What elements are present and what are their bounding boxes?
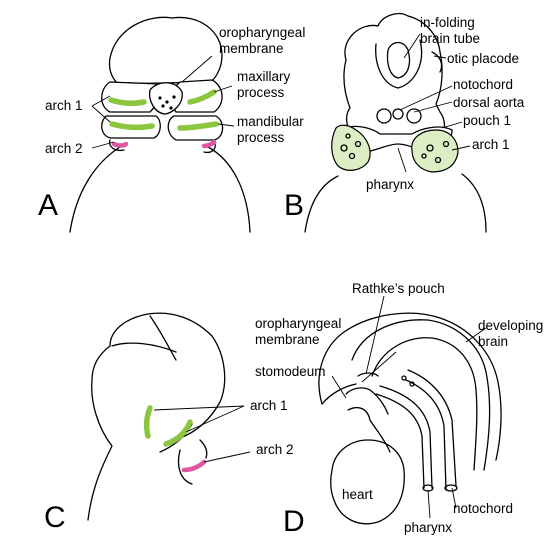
- panel-d-brain-inner: [371, 337, 478, 471]
- rathkes-pouch-shape: [357, 372, 379, 377]
- panel-b-body-outline: [304, 175, 339, 233]
- label-d-oropharyngeal-line1: oropharyngeal: [255, 316, 341, 331]
- label-d-pharynx: pharynx: [404, 520, 452, 535]
- label-b-infolding-line2: brain tube: [420, 31, 480, 46]
- panel-c-head-outline: [87, 312, 226, 521]
- panel-d-neural-tube-2: [405, 379, 447, 491]
- panel-a-forebrain: [108, 16, 223, 85]
- panel-d-head-outline: [318, 312, 502, 461]
- panel-c-forebrain-bulge: [149, 315, 177, 361]
- label-d-heart: heart: [342, 487, 373, 502]
- label-a-maxillary-line1: maxillary: [237, 69, 291, 84]
- arch1-vessels: [340, 133, 450, 164]
- label-a-mandibular-line1: mandibular: [237, 114, 304, 129]
- panel-d-brain-outer: [351, 319, 491, 471]
- panel-d-gut-1: [379, 385, 433, 489]
- label-b-otic: otic placode: [447, 51, 519, 66]
- label-b-infolding-line1: in-folding: [420, 15, 475, 30]
- label-d-notochord: notochord: [453, 501, 513, 516]
- panel-b-neural-fold-outer: [375, 39, 423, 89]
- arch1-right-mesenchyme: [411, 129, 459, 173]
- panel-b-neural-fold-inner: [386, 41, 411, 79]
- panel-c: arch 1 arch 2 C: [44, 312, 294, 534]
- label-a-arch2: arch 2: [45, 141, 83, 156]
- panel-d-neural-tube-1: [407, 369, 457, 487]
- otic-placode-shape: [431, 51, 443, 73]
- label-b-aorta: dorsal aorta: [453, 95, 525, 110]
- label-b-notochord: notochord: [453, 77, 513, 92]
- panel-a-arch2-left-stripe: [111, 141, 129, 148]
- label-b-pharynx: pharynx: [366, 177, 414, 192]
- label-c-arch1: arch 1: [250, 398, 288, 413]
- label-d-rathke: Rathke’s pouch: [352, 281, 445, 296]
- label-b-pouch: pouch 1: [463, 113, 511, 128]
- panel-a-maxillary-right-stripe: [187, 89, 217, 105]
- panel-letter-a: A: [38, 189, 58, 222]
- panel-c-arch2-stripe: [181, 459, 207, 473]
- label-c-arch2: arch 2: [256, 442, 294, 457]
- panel-c-arch1-lower-stripe: [163, 419, 193, 447]
- panel-c-neck: [199, 439, 208, 459]
- label-a-arch1: arch 1: [45, 98, 83, 113]
- panel-a-mandibular-left-stripe: [109, 121, 155, 131]
- panel-d-stomodeum-fold: [345, 387, 389, 415]
- label-d-oropharyngeal-line2: membrane: [255, 332, 320, 347]
- panel-d-face: [321, 383, 357, 405]
- panel-a-arch2-right-stripe: [201, 139, 217, 149]
- heart-shape: [330, 439, 405, 525]
- notochord-shape: [392, 108, 404, 120]
- panel-b: in-folding brain tube otic placode notoc…: [284, 12, 525, 233]
- label-a-oropharyngeal-line1: oropharyngeal: [219, 25, 305, 40]
- panel-d-arch-folds: [347, 406, 391, 453]
- label-d-brain-line2: brain: [478, 334, 508, 349]
- dorsal-aorta-left: [376, 108, 392, 124]
- panel-letter-d: D: [283, 505, 305, 538]
- label-a-mandibular-line2: process: [237, 130, 285, 145]
- panel-c-arch1-upper-stripe: [143, 405, 153, 439]
- panel-d: Rathke’s pouch oropharyngeal membrane st…: [255, 281, 543, 538]
- panel-a-stomodeum: [148, 82, 183, 115]
- panel-letter-b: B: [284, 189, 304, 222]
- label-a-maxillary-line2: process: [237, 85, 285, 100]
- label-d-brain-line1: developing: [478, 318, 543, 333]
- oropharyngeal-membrane-perforations: [158, 95, 176, 110]
- arch1-left-mesenchyme: [331, 124, 371, 171]
- panel-c-head-inner: [111, 342, 177, 353]
- panel-a: oropharyngeal membrane maxillary process…: [38, 16, 305, 233]
- panel-a-arch2-left-outline: [108, 139, 125, 152]
- panel-letter-c: C: [44, 501, 66, 534]
- panel-a-body-outline: [69, 146, 121, 233]
- panel-c-arch2-outline: [177, 449, 193, 485]
- panel-a-mandibular-right-stripe: [177, 121, 219, 131]
- notochord-end: [444, 484, 458, 492]
- label-a-oropharyngeal-line2: membrane: [219, 41, 284, 56]
- panel-a-maxillary-left-stripe: [108, 97, 147, 107]
- panel-d-gut-2: [375, 393, 425, 489]
- label-d-stomodeum: stomodeum: [255, 364, 326, 379]
- label-b-arch1: arch 1: [472, 137, 510, 152]
- dorsal-aorta-right: [406, 108, 422, 124]
